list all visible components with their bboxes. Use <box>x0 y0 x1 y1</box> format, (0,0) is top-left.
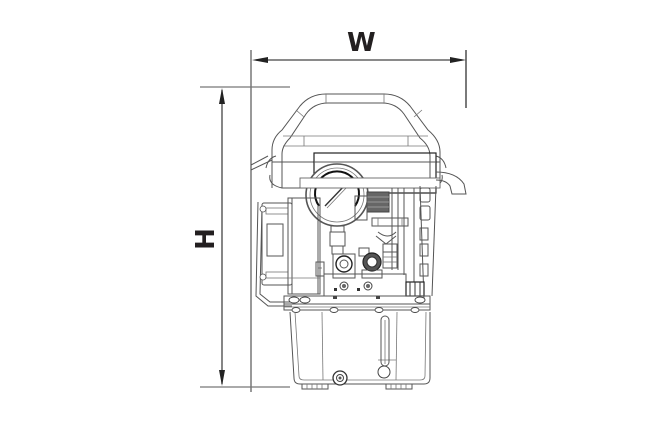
gauge-scale-arc <box>314 170 360 207</box>
width-dimension <box>250 50 467 392</box>
height-dimension <box>200 86 290 388</box>
width-left-arrow-icon <box>252 57 268 63</box>
motor-housing-left <box>250 155 321 307</box>
height-top-arrow-icon <box>219 88 225 104</box>
height-bottom-arrow-icon <box>219 370 225 386</box>
height-label: H <box>190 228 221 250</box>
width-right-arrow-icon <box>450 57 466 63</box>
width-label: W <box>347 28 376 58</box>
oil-level-sight-gauge <box>377 315 391 379</box>
motor-housing-right <box>405 171 467 301</box>
reservoir-flange <box>283 295 431 313</box>
reservoir-feet <box>301 383 413 390</box>
oil-reservoir <box>289 311 431 390</box>
motor-relief-block <box>354 188 409 275</box>
drain-plug-icon <box>332 370 348 386</box>
pressure-gauge <box>299 163 441 255</box>
